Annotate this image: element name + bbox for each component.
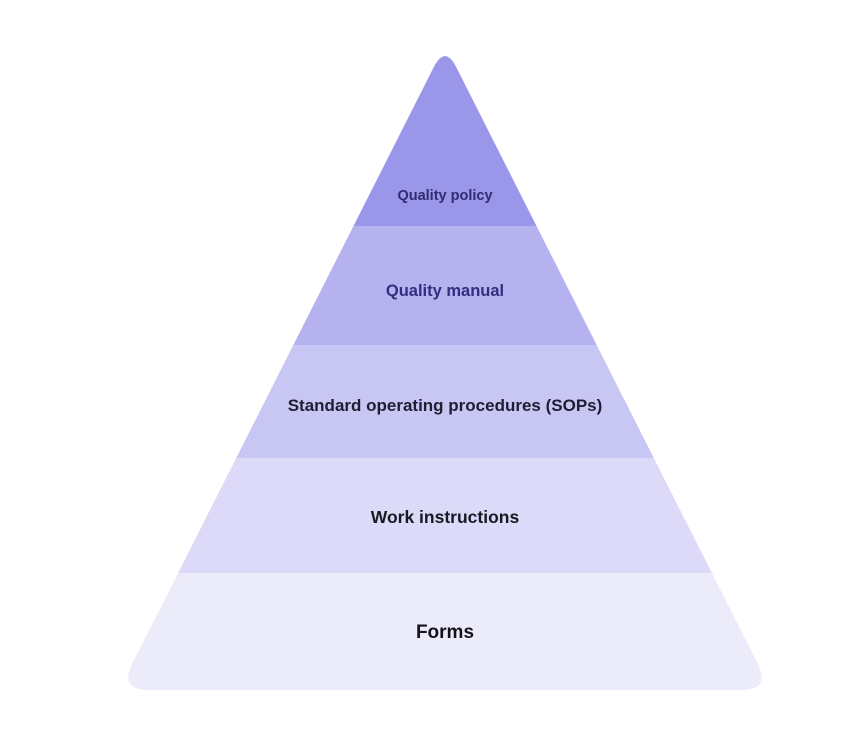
- pyramid-level-work-instructions: [128, 458, 762, 573]
- pyramid-level-forms: [128, 573, 762, 690]
- quality-manual-label: Quality manual: [386, 282, 504, 300]
- sops-label: Standard operating procedures (SOPs): [288, 396, 603, 415]
- quality-policy-label: Quality policy: [397, 188, 492, 204]
- forms-label: Forms: [416, 622, 474, 643]
- work-instructions-label: Work instructions: [371, 507, 520, 527]
